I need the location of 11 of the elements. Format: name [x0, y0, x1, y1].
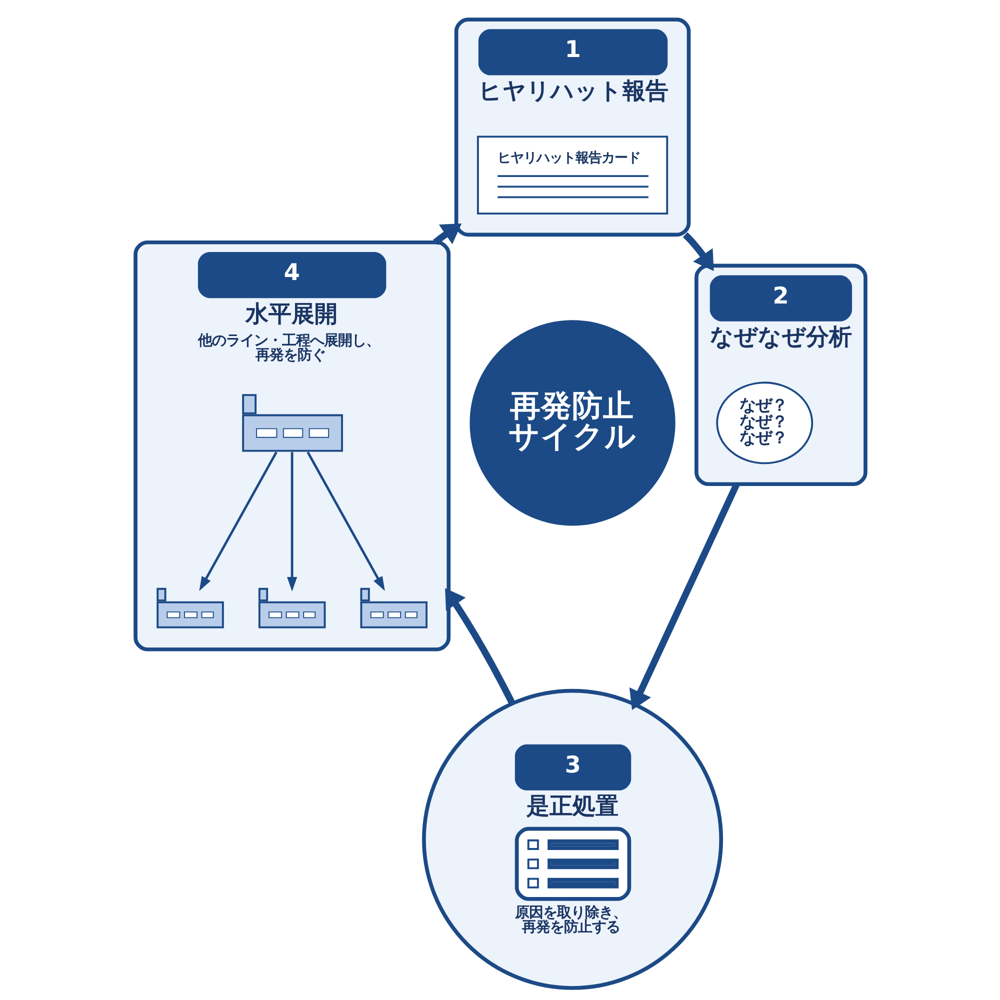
arrow	[682, 232, 714, 272]
node-ellipse: なぜ？なぜ？なぜ？	[716, 382, 813, 464]
node-box: ヒヤリハット報告カード	[476, 136, 668, 215]
node-circle: 3 是正処置 原因を取り除き、再発を防止する	[422, 688, 723, 990]
cluster: 4 水平展開 他のライン・工程へ展開し、再発を防ぐ	[133, 240, 450, 652]
arrow	[432, 224, 462, 245]
arrow	[286, 452, 297, 592]
node-circle: 再発防止サイクル	[469, 320, 675, 526]
arrow	[444, 588, 515, 705]
arrow	[198, 452, 277, 592]
arrow	[306, 452, 384, 592]
